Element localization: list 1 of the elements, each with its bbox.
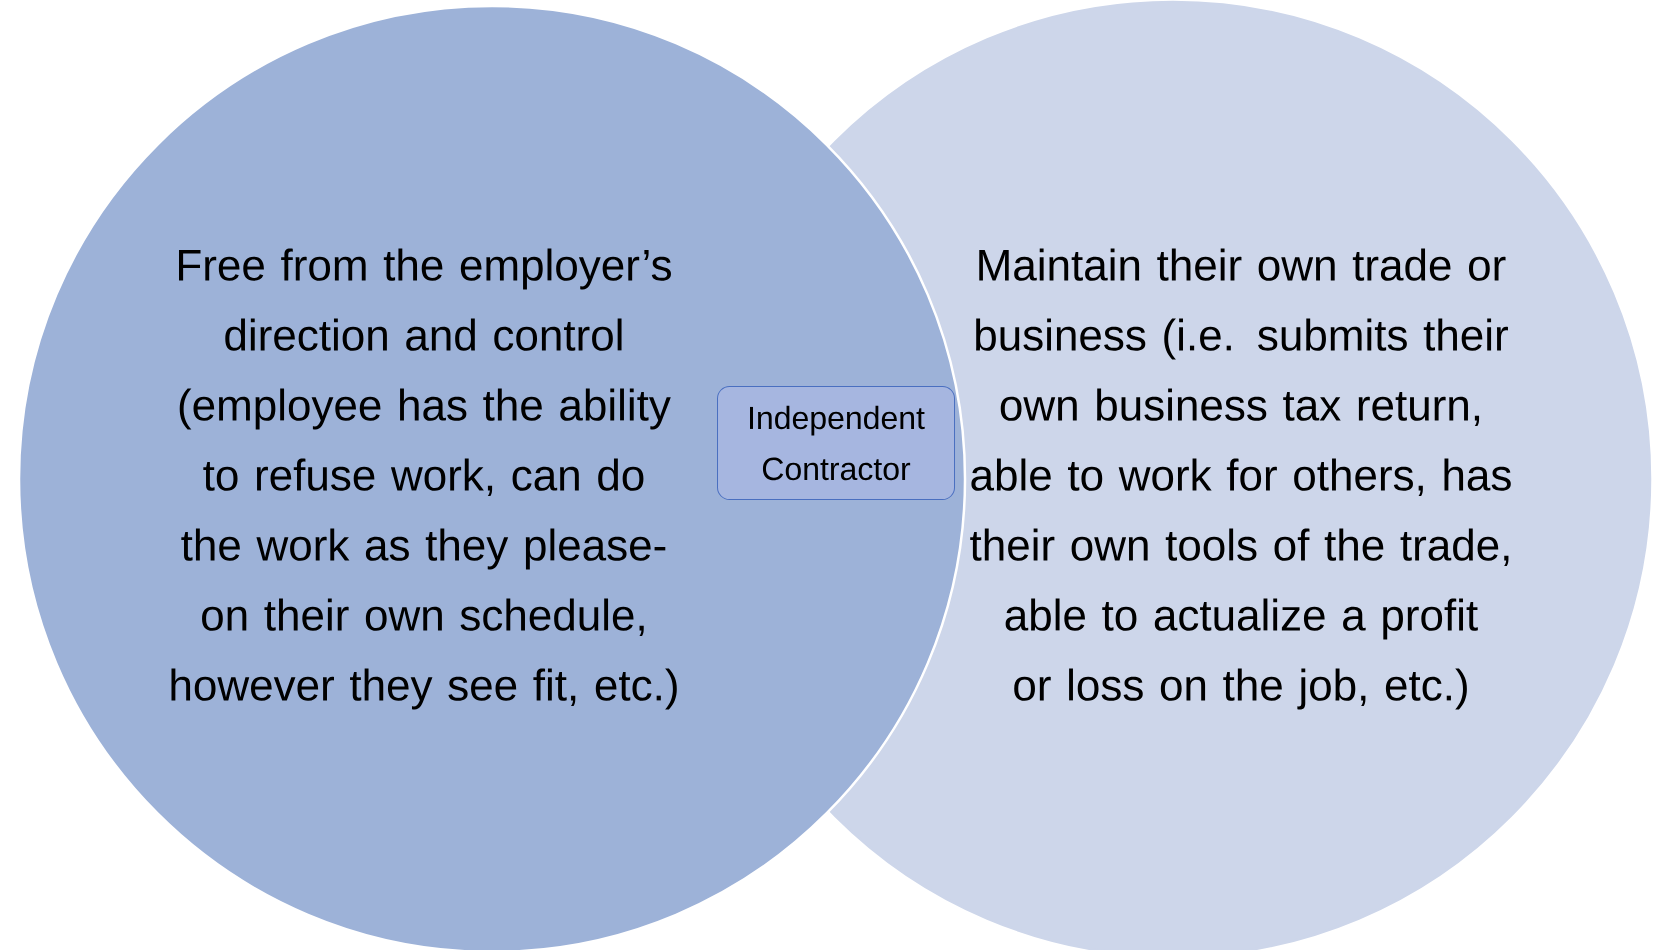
label-box: Independent Contractor: [717, 386, 955, 500]
